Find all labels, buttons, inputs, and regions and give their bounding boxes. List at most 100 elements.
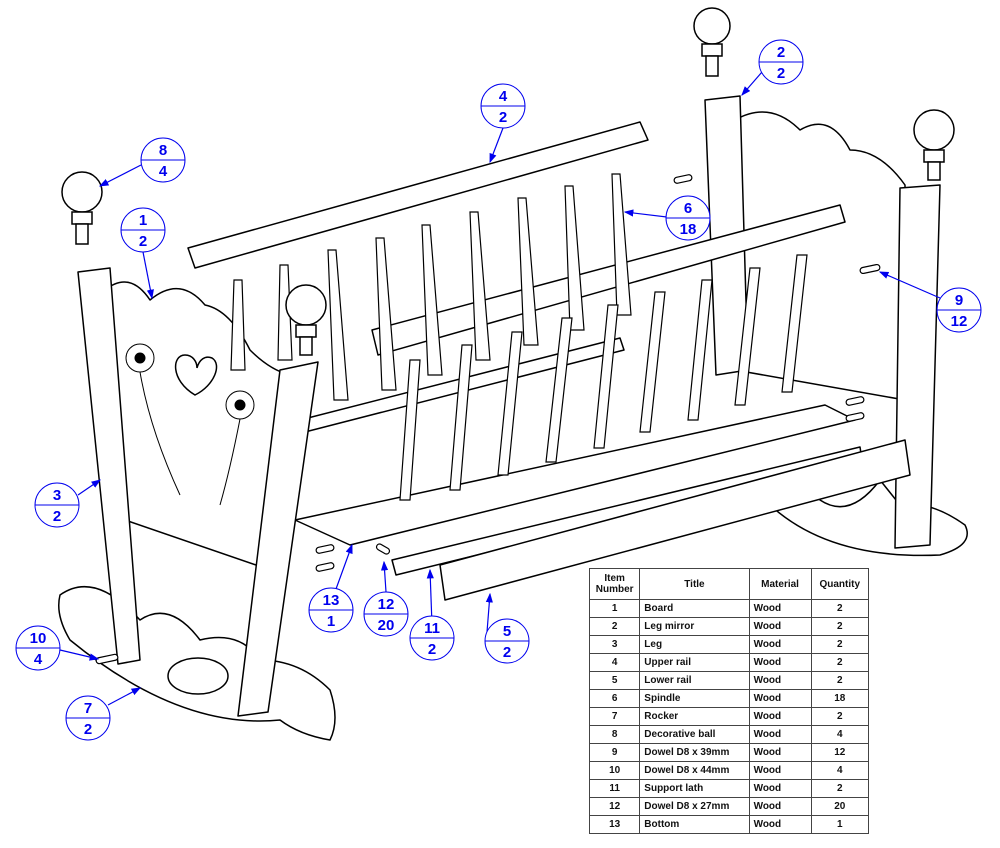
spindle-back-6 — [469, 211, 491, 361]
balloon-number: 7 — [84, 700, 92, 717]
bom-item-number: 2 — [588, 617, 641, 636]
bom-quantity: 2 — [810, 671, 870, 690]
bom-quantity: 2 — [810, 779, 870, 798]
upper-rail-back — [187, 121, 649, 269]
bom-material: Wood — [748, 743, 812, 762]
spindle-front-5 — [593, 304, 619, 449]
bom-header-row: Item Number Title Material Quantity — [588, 568, 870, 600]
spindle-back-9 — [611, 173, 632, 316]
bom-material: Wood — [748, 761, 812, 780]
bom-material: Wood — [748, 617, 812, 636]
spindle-front-6 — [639, 291, 666, 433]
balloon-quantity: 2 — [84, 721, 92, 738]
spindle-front-9 — [781, 254, 808, 393]
spindle-front-8 — [734, 267, 761, 406]
flower-decoration — [125, 343, 255, 506]
bom-item-number: 10 — [588, 761, 641, 780]
spindle-back-7 — [517, 197, 539, 346]
bom-quantity: 4 — [810, 725, 870, 744]
bom-quantity: 18 — [810, 689, 870, 708]
bom-header-item-number: Item Number — [588, 568, 641, 600]
bom-quantity: 12 — [810, 743, 870, 762]
balloon-number: 6 — [684, 200, 692, 217]
dowel-2 — [859, 263, 881, 275]
upper-rail-front — [371, 204, 846, 356]
lower-rail-front — [439, 439, 911, 601]
bom-material: Wood — [748, 671, 812, 690]
bom-title: Rocker — [639, 707, 750, 726]
bom-title: Support lath — [639, 779, 750, 798]
balloon-quantity: 2 — [503, 644, 511, 661]
balloon-item-9: 9 12 — [936, 287, 982, 333]
bom-material: Wood — [748, 707, 812, 726]
balloon-item-8: 8 4 — [140, 137, 186, 183]
balloon-item-11: 11 2 — [409, 615, 455, 661]
balloon-item-12: 12 20 — [363, 591, 409, 637]
spindle-front-1 — [399, 359, 421, 501]
bom-item-number: 3 — [588, 635, 641, 654]
balloon-number: 5 — [503, 623, 511, 640]
spindle-front-7 — [687, 279, 713, 421]
dowel-3 — [95, 653, 119, 665]
bom-item-number: 6 — [588, 689, 641, 708]
balloon-item-10: 10 4 — [15, 625, 61, 671]
balloon-item-7: 7 2 — [65, 695, 111, 741]
balloon-number: 3 — [53, 487, 61, 504]
bom-item-number: 8 — [588, 725, 641, 744]
bom-header-material: Material — [748, 568, 812, 600]
spindle-back-8 — [564, 185, 585, 331]
bom-item-number: 5 — [588, 671, 641, 690]
bom-title: Spindle — [639, 689, 750, 708]
balloon-quantity: 20 — [378, 617, 395, 634]
spindle-back-5 — [421, 224, 443, 376]
balloon-number: 11 — [424, 620, 440, 637]
bom-item-number: 11 — [588, 779, 641, 798]
bom-material: Wood — [748, 653, 812, 672]
spindle-back-4 — [375, 237, 397, 391]
bom-material: Wood — [748, 725, 812, 744]
rocker-cutout — [167, 657, 229, 695]
balloon-item-3: 3 2 — [34, 482, 80, 528]
bom-quantity: 4 — [810, 761, 870, 780]
spindle-back-2 — [277, 264, 293, 361]
bom-material: Wood — [748, 815, 812, 834]
back-leg-right — [894, 184, 941, 549]
dowel-6 — [375, 543, 391, 555]
balloon-item-2: 2 2 — [758, 39, 804, 85]
front-leg-left — [77, 267, 141, 665]
bom-title: Decorative ball — [639, 725, 750, 744]
bom-item-number: 9 — [588, 743, 641, 762]
balloon-quantity: 2 — [139, 233, 147, 250]
decorative-ball-4 — [913, 109, 955, 181]
bom-material: Wood — [748, 635, 812, 654]
balloon-number: 9 — [955, 292, 963, 309]
decorative-ball-1 — [61, 171, 103, 245]
spindle-back-1 — [230, 279, 246, 371]
spindle-front-4 — [545, 317, 573, 463]
bom-item-number: 12 — [588, 797, 641, 816]
dowel-1 — [673, 174, 693, 184]
back-board — [734, 111, 906, 401]
bom-item-number: 7 — [588, 707, 641, 726]
bom-title: Upper rail — [639, 653, 750, 672]
balloon-quantity: 4 — [34, 651, 43, 668]
bom-material: Wood — [748, 779, 812, 798]
balloon-item-6: 6 18 — [665, 195, 711, 241]
dowel-8 — [845, 412, 865, 422]
bom-header-title: Title — [639, 568, 750, 600]
bom-quantity: 2 — [810, 707, 870, 726]
bom-material: Wood — [748, 797, 812, 816]
bom-item-number: 1 — [588, 599, 641, 618]
decorative-ball-2 — [285, 284, 327, 356]
balloon-number: 4 — [499, 88, 508, 105]
bom-title: Lower rail — [639, 671, 750, 690]
bom-header-quantity: Quantity — [810, 568, 870, 600]
